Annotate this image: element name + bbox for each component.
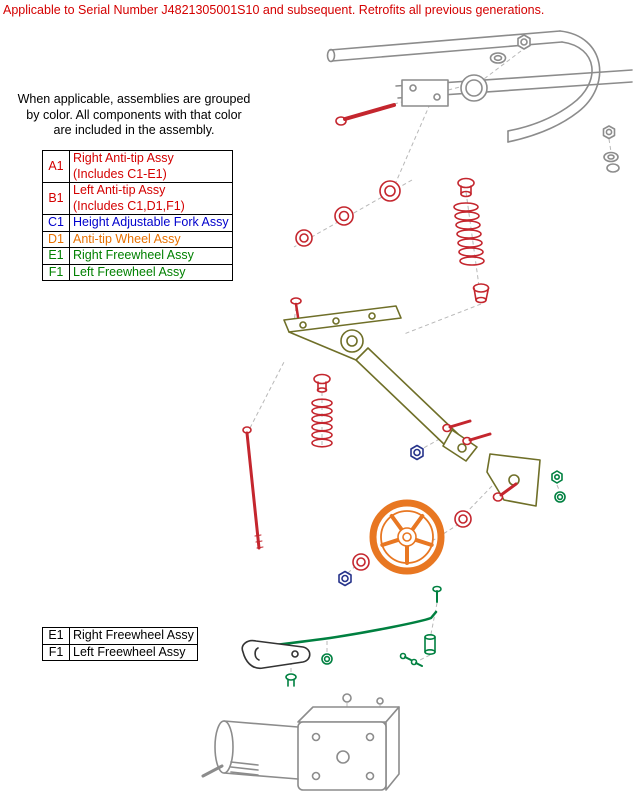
wheel-washer [352,510,472,571]
legend-row-e1: E1 Right Freewheel Assy [42,247,233,265]
freewheel-legend-table: E1 Right Freewheel Assy F1 Left Freewhee… [42,627,198,661]
spring-plug [457,177,475,198]
legend-row-f1: F1 Left Freewheel Assy [42,643,198,661]
assembly-guide-lines [249,50,612,718]
legend-code: A1 [42,150,70,183]
bearing-washers [295,180,401,247]
legend-row-c1: C1 Height Adjustable Fork Assy [42,214,233,232]
fork-assembly-arm [283,305,478,462]
lock-nut [410,444,424,461]
freewheel-rod [252,610,438,649]
freewheel-screw [432,585,442,603]
legend-label: Left Anti-tip Assy (Includes C1,D1,F1) [69,182,233,215]
legend-label: Height Adjustable Fork Assy [69,214,233,232]
legend-row-f1: F1 Left Freewheel Assy [42,263,233,281]
freewheel-hardware [551,470,566,503]
legend-label: Right Freewheel Assy [69,627,198,645]
legend-code: E1 [42,247,70,265]
freewheel-small-screws [399,652,423,667]
flat-screw [290,297,302,319]
hex-bolt [335,103,396,126]
shoulder-bolts [442,419,492,446]
legend-code: F1 [42,263,70,281]
spring-cap [313,373,331,393]
legend-label: Left Freewheel Assy [69,643,198,661]
legend-row-e1: E1 Right Freewheel Assy [42,627,198,645]
color-grouping-note: When applicable, assemblies are grouped … [14,92,254,139]
freewheel-washer [321,653,333,665]
legend-label: Anti-tip Wheel Assy [69,230,233,248]
legend-label-line: Right Anti-tip Assy [73,151,174,165]
flat-washer [603,151,620,173]
legend-label: Right Freewheel Assy [69,247,233,265]
serial-number-notice: Applicable to Serial Number J4821305001S… [3,3,545,17]
spring-cup [472,283,490,304]
legend-code: C1 [42,214,70,232]
legend-label-line: Left Anti-tip Assy [73,183,166,197]
hex-nut [517,34,531,50]
suspension-spring [453,202,485,266]
lock-nut [338,570,352,587]
fork-bolt [492,482,518,502]
note-line: When applicable, assemblies are grouped [17,92,251,106]
legend-label: Right Anti-tip Assy (Includes C1-E1) [69,150,233,183]
assembly-legend-table: A1 Right Anti-tip Assy (Includes C1-E1) … [42,150,233,281]
legend-label: Left Freewheel Assy [69,263,233,281]
legend-row-d1: D1 Anti-tip Wheel Assy [42,230,233,248]
flat-washer [489,52,507,64]
freewheel-lever-plate [241,639,311,670]
anti-tip-wheel [369,499,445,575]
frame [326,30,633,143]
note-line: are included in the assembly. [53,123,215,137]
freewheel-spacer [424,633,436,655]
legend-label-line: (Includes C1-E1) [73,166,167,181]
hex-nut [602,125,616,140]
legend-code: F1 [42,643,70,661]
suspension-spring [311,398,333,448]
legend-row-a1: A1 Right Anti-tip Assy (Includes C1-E1) [42,150,233,183]
legend-code: E1 [42,627,70,645]
motor-assembly [201,693,400,791]
legend-row-b1: B1 Left Anti-tip Assy (Includes C1,D1,F1… [42,182,233,215]
freewheel-cap [285,673,297,687]
legend-code: B1 [42,182,70,215]
legend-label-line: (Includes C1,D1,F1) [73,198,185,213]
note-line: by color. All components with that color [26,107,242,122]
legend-code: D1 [42,230,70,248]
axle-rod [242,426,264,550]
